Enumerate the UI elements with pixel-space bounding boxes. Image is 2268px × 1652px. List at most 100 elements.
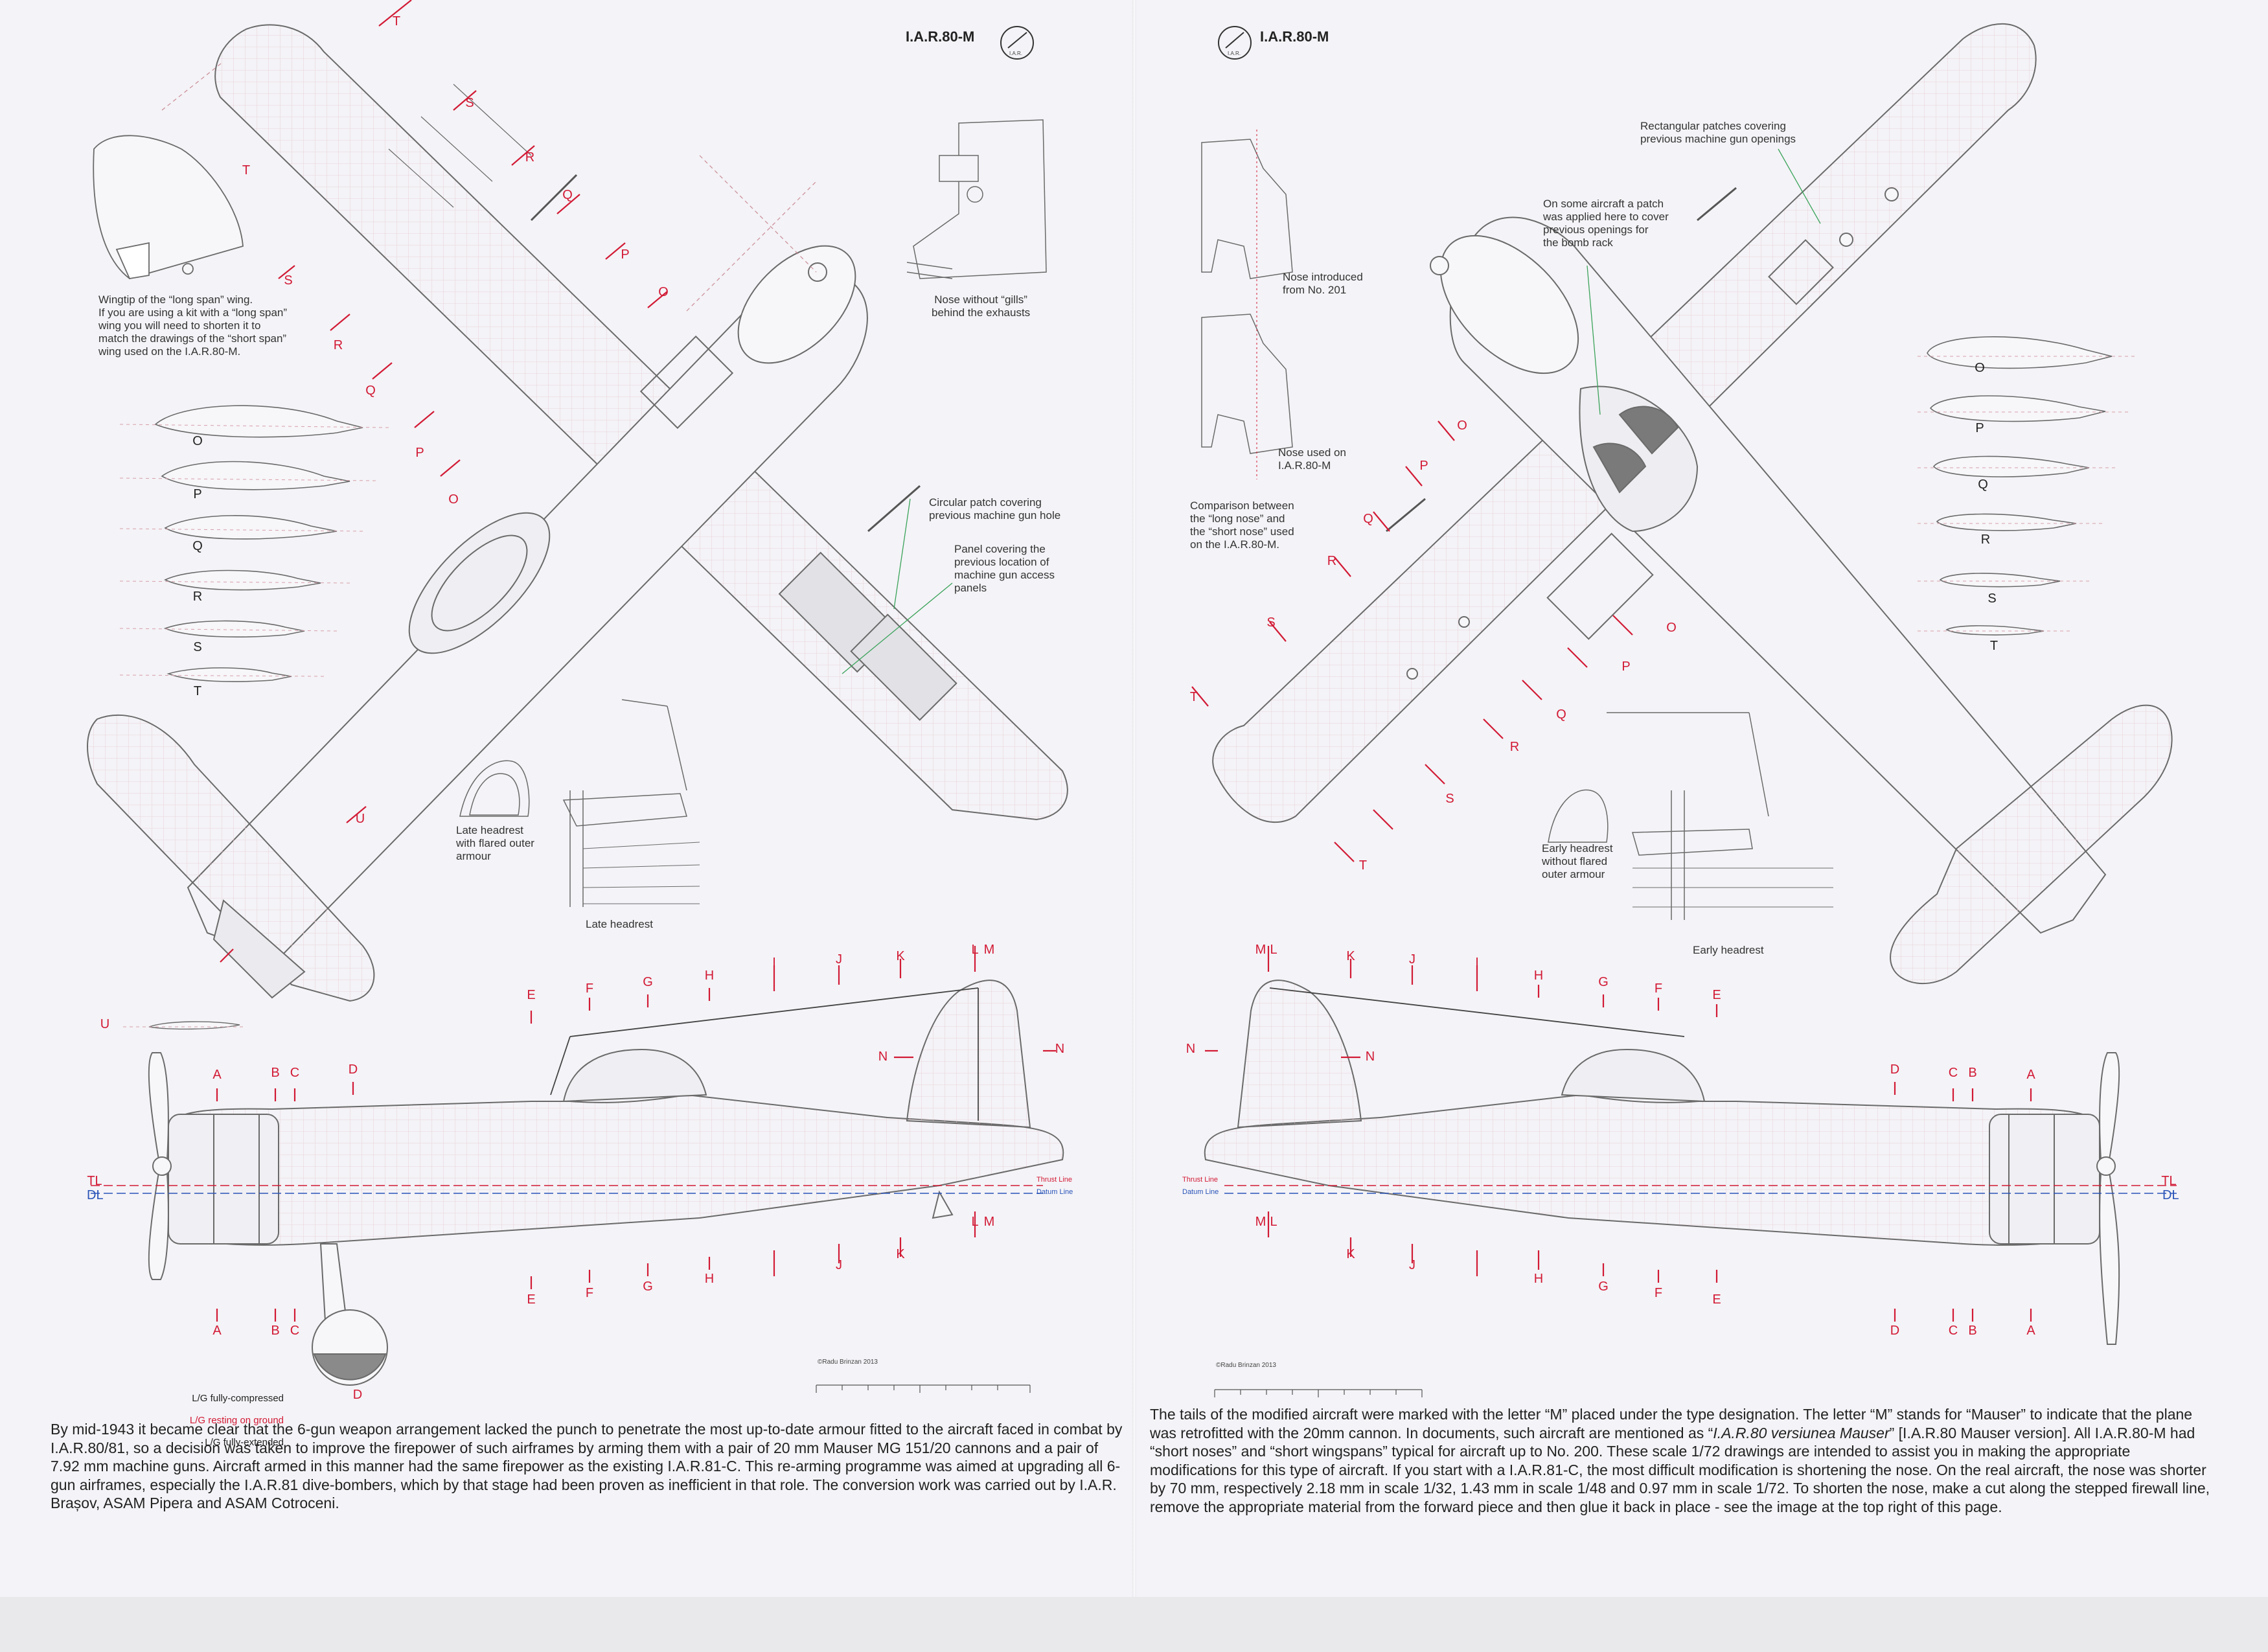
- section-label-Q: Q: [192, 539, 203, 553]
- r-station-label-G: G: [1598, 975, 1609, 989]
- left-scale-credit: ©Radu Brinzan 2013: [818, 1359, 878, 1366]
- section-label-P: P: [193, 487, 202, 501]
- right-section-label-T: T: [1989, 639, 1999, 653]
- r-station-label-J: J: [1409, 952, 1415, 967]
- fuse-label-S: S: [1266, 615, 1276, 630]
- r-station-label-F: F: [1654, 981, 1663, 996]
- r-station-label-E: E: [1712, 988, 1721, 1002]
- wing-label-T: T: [242, 163, 251, 178]
- station-label-L-bottom: L: [971, 1215, 979, 1229]
- station-label-U: U: [100, 1017, 110, 1031]
- r-station-label-B: B: [1968, 1066, 1977, 1080]
- station-label-A: A: [212, 1068, 222, 1082]
- bottom-view-label-S: S: [1445, 792, 1454, 806]
- fuse-label-O: O: [1457, 419, 1467, 433]
- left-logo-text: I.A.R.: [1009, 51, 1023, 56]
- r-station-label-L: L: [1270, 943, 1277, 957]
- late-headrest-armour-note: Late headrest with flared outer armour: [456, 824, 534, 862]
- dl-label-right: DL: [2162, 1188, 2179, 1202]
- lg-compressed-label: L/G fully-compressed: [192, 1393, 284, 1404]
- station-label-C: C: [290, 1066, 300, 1080]
- r-station-label-A-bottom: A: [2026, 1324, 2035, 1338]
- r-station-label-H: H: [1533, 969, 1544, 983]
- early-headrest-armour-note: Early headrest without flared outer armo…: [1542, 842, 1613, 880]
- station-label-H-bottom: H: [704, 1272, 715, 1286]
- station-label-E-bottom: E: [527, 1292, 536, 1307]
- fuse-label-Q: Q: [1363, 512, 1373, 526]
- r-station-label-C: C: [1948, 1066, 1958, 1080]
- station-label-I-bottom: I: [772, 1263, 776, 1278]
- wing-label-S: S: [284, 273, 293, 288]
- r-station-label-H-bottom: H: [1533, 1272, 1544, 1286]
- station-label-D-bottom: D: [352, 1388, 363, 1402]
- bomb-rack-note: On some aircraft a patch was applied her…: [1543, 198, 1669, 249]
- late-headrest-caption: Late headrest: [586, 918, 653, 930]
- station-label-E: E: [527, 988, 536, 1002]
- right-section-label-P: P: [1975, 421, 1984, 435]
- bottom-view-label-R: R: [1509, 740, 1520, 754]
- page-fold: [1132, 0, 1136, 1597]
- left-section-lines: [220, 0, 668, 963]
- r-station-label-A: A: [2026, 1068, 2035, 1082]
- fuse-label-R: R: [1327, 554, 1337, 568]
- bottom-view-label-P: P: [1621, 660, 1631, 674]
- top-view-label-R: R: [525, 150, 535, 165]
- r-station-label-B-bottom: B: [1968, 1324, 1977, 1338]
- airfoil-sections-left: [154, 405, 363, 682]
- station-label-J: J: [836, 952, 842, 967]
- station-label-G-bottom: G: [643, 1279, 653, 1294]
- technical-drawings: [87, 0, 2177, 1397]
- wing-label-Q: Q: [365, 384, 376, 398]
- r-station-label-N-outer: N: [1186, 1042, 1196, 1056]
- right-page-title: I.A.R.80-M: [1260, 29, 1329, 45]
- rect-patches-note: Rectangular patches covering previous ma…: [1640, 120, 1796, 145]
- landing-gear-legend: L/G fully-compressed L/G resting on grou…: [180, 1382, 284, 1459]
- top-view-label-T: T: [392, 14, 401, 29]
- top-view-label-Q: Q: [562, 188, 573, 202]
- left-side-view-aircraft: [148, 980, 1064, 1386]
- station-label-J-bottom: J: [836, 1258, 842, 1272]
- right-section-label-Q: Q: [1978, 477, 1988, 492]
- early-headrest-caption: Early headrest: [1693, 944, 1764, 956]
- r-station-label-F-bottom: F: [1654, 1286, 1663, 1300]
- nose-201-note: Nose introduced from No. 201: [1283, 271, 1363, 296]
- nose-comparison-note: Comparison between the “long nose” and t…: [1190, 499, 1294, 551]
- r-station-label-M-bottom: M: [1255, 1215, 1266, 1229]
- right-body-text: The tails of the modified aircraft were …: [1150, 1405, 2212, 1516]
- station-label-C-bottom: C: [290, 1324, 300, 1338]
- lg-resting-label: L/G resting on ground: [189, 1415, 284, 1426]
- station-label-F-bottom: F: [585, 1286, 594, 1300]
- right-section-label-S: S: [1987, 591, 1997, 606]
- datum-line-label-left: Datum Line: [1037, 1188, 1073, 1196]
- nose-used-note: Nose used on I.A.R.80-M: [1278, 446, 1346, 472]
- r-station-label-K-bottom: K: [1346, 1247, 1355, 1261]
- top-view-label-P: P: [621, 247, 630, 262]
- panel-covering-note: Panel covering the previous location of …: [954, 543, 1055, 594]
- station-label-I: I: [772, 956, 776, 970]
- left-station-lines: [216, 946, 1056, 1322]
- dl-label-left: DL: [87, 1188, 104, 1202]
- right-side-view-aircraft: [1204, 980, 2120, 1345]
- top-view-label-O: O: [658, 285, 669, 299]
- station-label-N-inner: N: [878, 1050, 888, 1064]
- station-label-H: H: [704, 969, 715, 983]
- bottom-view-label-T: T: [1358, 858, 1368, 873]
- right-scale-bar: [1214, 1389, 1423, 1397]
- r-station-label-D: D: [1890, 1062, 1900, 1077]
- station-label-B-bottom: B: [271, 1324, 280, 1338]
- section-label-O: O: [192, 434, 203, 448]
- bottom-view-label-Q: Q: [1556, 707, 1566, 722]
- right-body-text-italic: I.A.R.80 versiunea Mauser: [1713, 1424, 1890, 1441]
- bottom-view-label-O: O: [1666, 621, 1677, 635]
- top-view-label-S: S: [465, 96, 474, 110]
- left-scale-bar: [816, 1384, 1031, 1393]
- left-page-title: I.A.R.80-M: [906, 29, 975, 45]
- station-label-L: L: [971, 943, 979, 957]
- station-label-K-bottom: K: [896, 1247, 905, 1261]
- section-label-R: R: [192, 590, 203, 604]
- section-label-S: S: [193, 640, 202, 654]
- station-label-A-bottom: A: [212, 1324, 222, 1338]
- section-label-T: T: [193, 684, 202, 698]
- right-body-text-part1: The tails of the modified aircraft were …: [1150, 1406, 2193, 1441]
- nose-comparison-details: [1201, 130, 1293, 479]
